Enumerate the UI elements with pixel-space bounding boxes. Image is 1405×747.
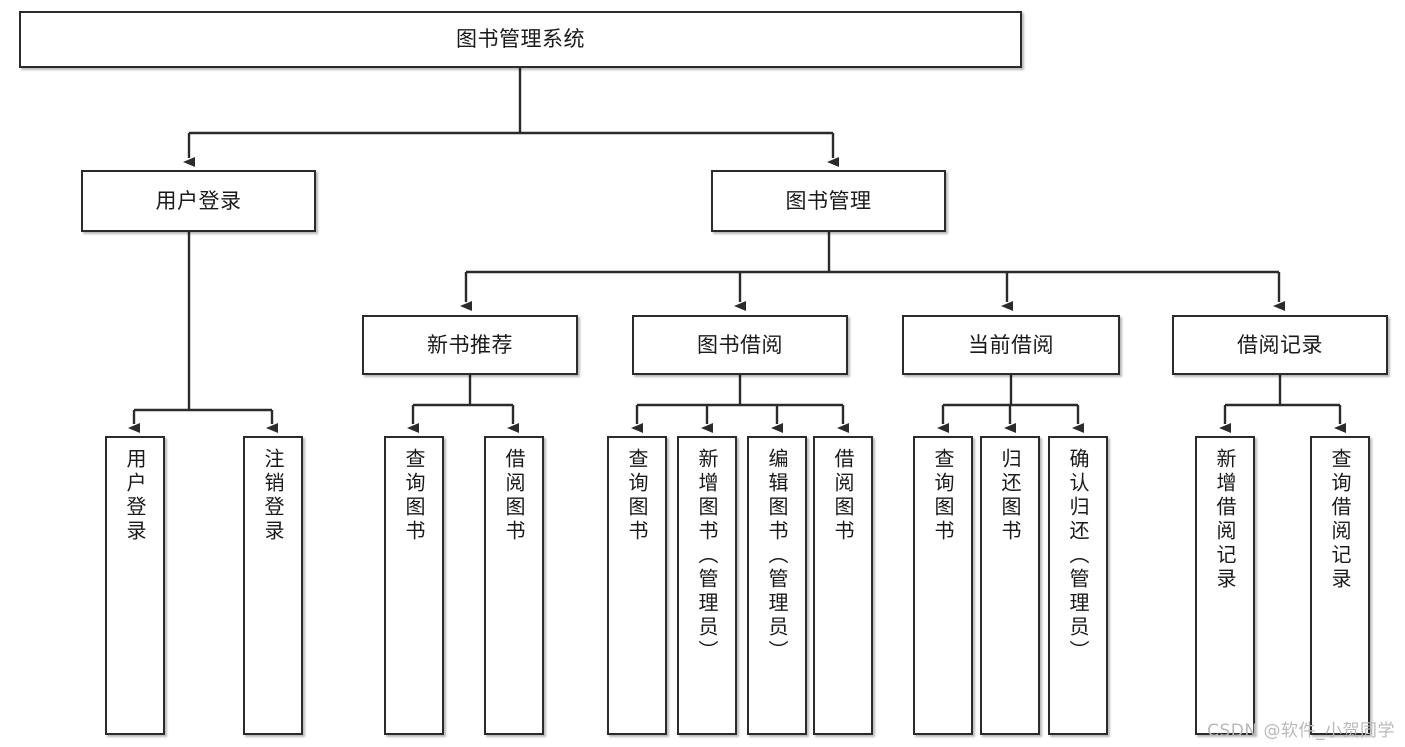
leaf-current-confirm-return-admin[interactable]: 确认归还（管理员） xyxy=(1048,436,1108,735)
leaf-current-query-book[interactable]: 查询图书 xyxy=(913,436,973,735)
leaf-recommend-borrow-book-label: 借阅图书 xyxy=(502,448,526,544)
leaf-current-confirm-return-admin-label: 确认归还（管理员） xyxy=(1066,448,1090,664)
leaf-user-login-signout-label: 注销登录 xyxy=(261,448,285,544)
leaf-recommend-borrow-book[interactable]: 借阅图书 xyxy=(484,436,544,735)
leaf-borrow-query-book[interactable]: 查询图书 xyxy=(607,436,667,735)
node-user-login-label: 用户登录 xyxy=(155,188,242,213)
leaf-borrow-edit-book-admin[interactable]: 编辑图书（管理员） xyxy=(747,436,807,735)
leaf-record-add-record-label: 新增借阅记录 xyxy=(1213,448,1237,592)
leaf-current-return-book[interactable]: 归还图书 xyxy=(980,436,1040,735)
leaf-record-query-record[interactable]: 查询借阅记录 xyxy=(1310,436,1370,735)
leaf-borrow-borrow-book-label: 借阅图书 xyxy=(831,448,855,544)
node-borrow-record[interactable]: 借阅记录 xyxy=(1172,315,1388,375)
leaf-recommend-query-book[interactable]: 查询图书 xyxy=(384,436,444,735)
leaf-borrow-edit-book-admin-label: 编辑图书（管理员） xyxy=(765,448,789,664)
node-current-borrow[interactable]: 当前借阅 xyxy=(902,315,1120,375)
leaf-record-query-record-label: 查询借阅记录 xyxy=(1328,448,1352,592)
node-root-label: 图书管理系统 xyxy=(456,27,585,52)
leaf-user-login-signin[interactable]: 用户登录 xyxy=(105,436,165,735)
node-user-login[interactable]: 用户登录 xyxy=(81,170,316,232)
node-book-management[interactable]: 图书管理 xyxy=(711,170,946,232)
leaf-borrow-borrow-book[interactable]: 借阅图书 xyxy=(813,436,873,735)
leaf-borrow-add-book-admin[interactable]: 新增图书（管理员） xyxy=(677,436,737,735)
node-book-borrow[interactable]: 图书借阅 xyxy=(632,315,848,375)
leaf-current-return-book-label: 归还图书 xyxy=(998,448,1022,544)
leaf-user-login-signout[interactable]: 注销登录 xyxy=(243,436,303,735)
leaf-borrow-add-book-admin-label: 新增图书（管理员） xyxy=(695,448,719,664)
node-book-management-label: 图书管理 xyxy=(785,188,872,213)
leaf-borrow-query-book-label: 查询图书 xyxy=(625,448,649,544)
node-new-book-recommend[interactable]: 新书推荐 xyxy=(362,315,578,375)
node-root[interactable]: 图书管理系统 xyxy=(19,11,1022,68)
node-borrow-record-label: 借阅记录 xyxy=(1237,332,1323,357)
leaf-recommend-query-book-label: 查询图书 xyxy=(402,448,426,544)
leaf-current-query-book-label: 查询图书 xyxy=(931,448,955,544)
node-book-borrow-label: 图书借阅 xyxy=(697,332,783,357)
node-new-book-recommend-label: 新书推荐 xyxy=(427,332,513,357)
leaf-user-login-signin-label: 用户登录 xyxy=(123,448,147,544)
node-current-borrow-label: 当前借阅 xyxy=(968,332,1054,357)
watermark-text: CSDN @软件_小贺同学 xyxy=(1207,721,1395,741)
leaf-record-add-record[interactable]: 新增借阅记录 xyxy=(1195,436,1255,735)
